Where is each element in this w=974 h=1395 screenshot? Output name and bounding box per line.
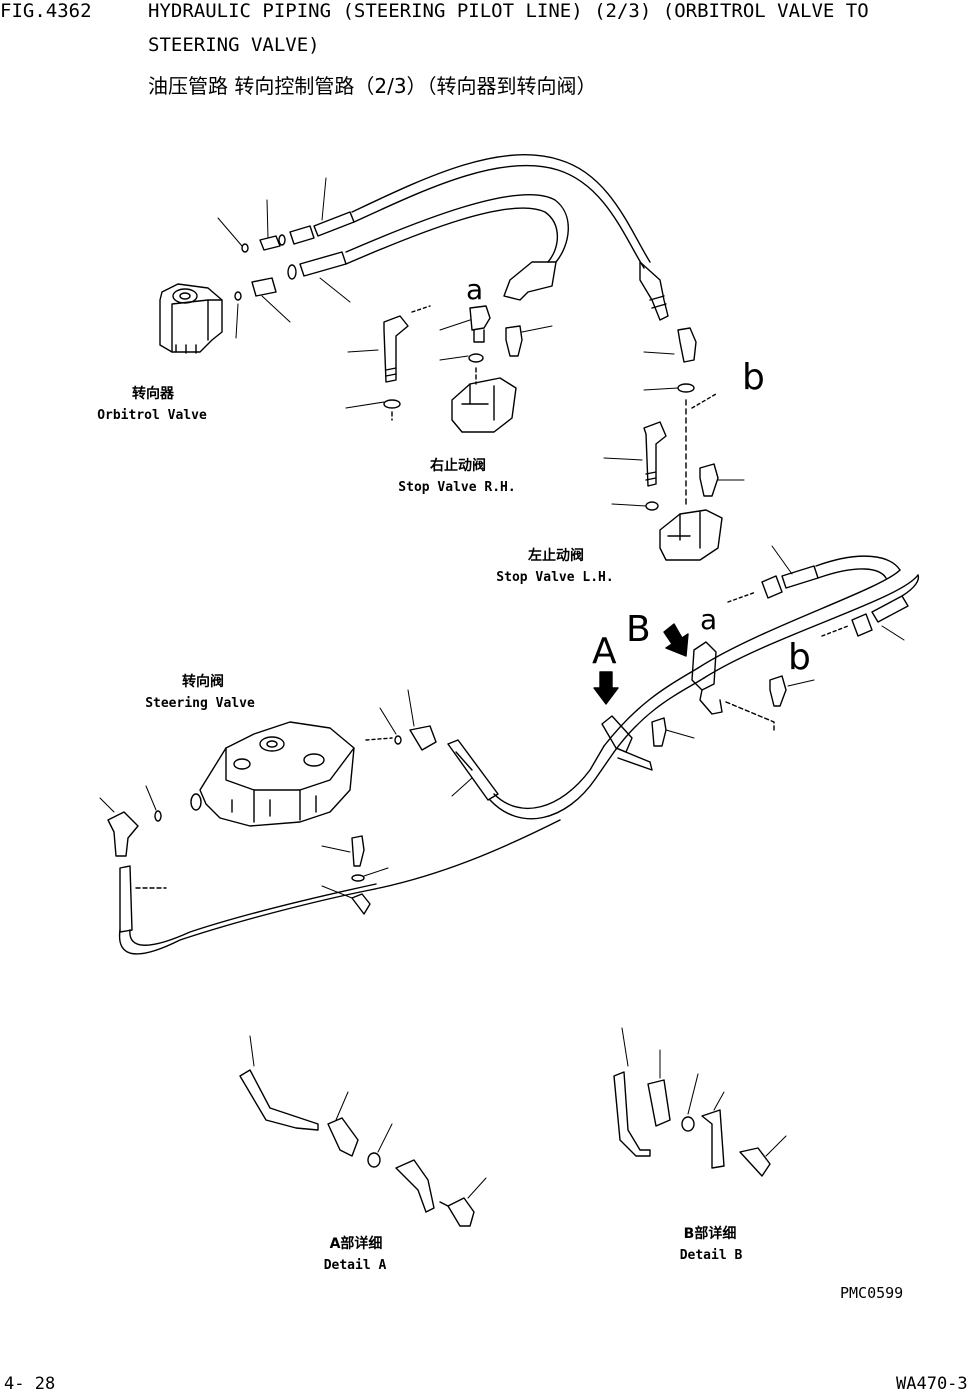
title-line-1: HYDRAULIC PIPING (STEERING PILOT LINE) (… [148,0,869,22]
stop-valve-rh-label-en: Stop Valve R.H. [398,480,516,495]
detail-a-label-cn: A部详细 [329,1236,383,1252]
detail-a-drawing [239,1035,487,1227]
callout-B: B [626,609,651,650]
page-number: 4- 28 [4,1374,56,1394]
orbitrol-label-cn: 转向器 [132,386,174,402]
arrow-b [663,623,689,657]
callout-A: A [592,631,617,672]
stop-valve-rh-label-cn: 右止动阀 [430,458,486,474]
lower-right-hoses [603,555,920,753]
leader-lines-upper [217,177,351,339]
clamp-b-drawing [691,641,815,731]
title-line-2: STEERING VALVE) [148,34,320,56]
model-number: WA470-3 [896,1374,968,1394]
title-chinese: 油压管路 转向控制管路（2/3）（转向器到转向阀） [148,74,597,98]
detail-b-drawing [613,1027,787,1177]
detail-b-label-cn: B部详细 [683,1226,737,1242]
steering-valve-label-en: Steering Valve [145,696,255,711]
stop-valve-rh-drawing [383,305,523,433]
orbitrol-valve-drawing [159,283,223,354]
stop-valve-lh-drawing [643,327,723,561]
leader-lines-lower-right [771,545,905,641]
drawing-code: PMC0599 [840,1284,904,1302]
stop-valve-lh-label-en: Stop Valve L.H. [496,570,614,585]
callout-b-upper: b [742,357,765,398]
callout-b-lower: b [788,637,811,678]
orbitrol-hose-upper [241,153,669,321]
stop-valve-lh-label-cn: 左止动阀 [528,548,584,564]
figure-number: FIG.4362 [0,0,92,22]
leader-lines-lh [603,351,745,507]
callout-a-lower: a [700,603,718,636]
steering-valve-drawing [190,721,355,827]
callout-a-upper: a [466,273,484,306]
arrow-a [593,671,619,705]
detail-a-label-en: Detail A [323,1258,387,1273]
leader-lines-steering [99,689,473,899]
steering-main-hose [107,725,615,955]
detail-b-label-en: Detail B [679,1248,743,1263]
clamp-a-drawing [601,715,695,771]
orbitrol-hose-lower [234,193,569,301]
orbitrol-label-en: Orbitrol Valve [97,408,207,423]
steering-valve-label-cn: 转向阀 [182,674,224,690]
leader-lines-rh [345,319,553,409]
